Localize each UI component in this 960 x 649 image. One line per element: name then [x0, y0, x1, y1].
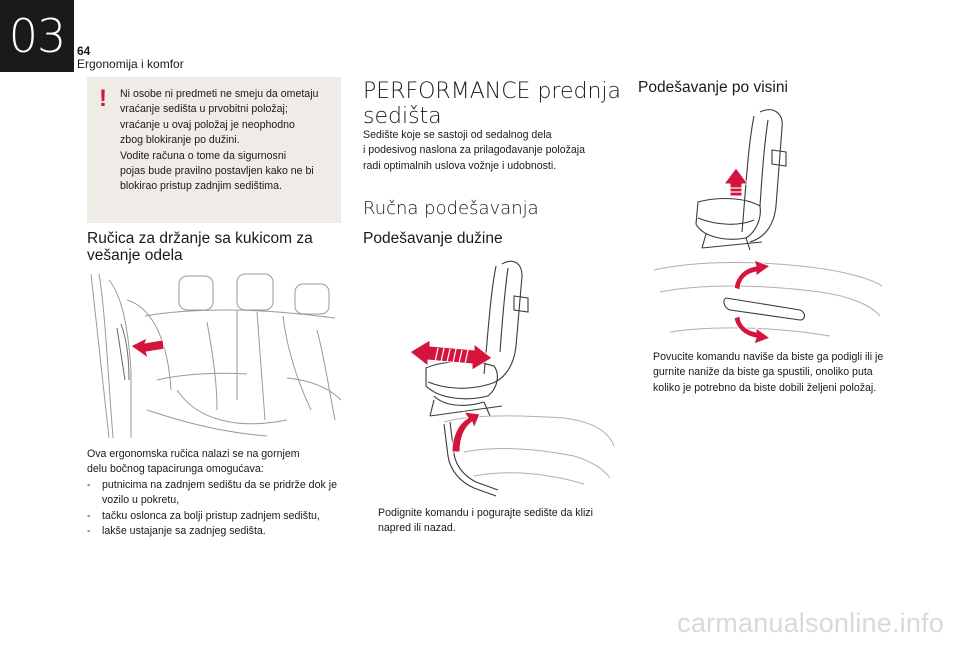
height-adjustment-instruction: Povucite komandu naviše da biste ga podi… [638, 350, 886, 396]
warning-line: vraćanje u ovaj položaj je neophodno [120, 118, 295, 131]
length-adjustment-heading: Podešavanje dužine [363, 230, 503, 247]
intro-line: Sedište koje se sastoji od sedalnog dela [363, 129, 552, 141]
warning-text: Ni osobe ni predmeti ne smeju da ometaju… [120, 87, 334, 195]
warning-line: blokirao pristup zadnjim sedištima. [120, 180, 282, 193]
page-number: 64 [77, 44, 91, 58]
grab-handle-description: Ova ergonomska ručica nalazi se na gornj… [87, 447, 343, 540]
length-adjustment-instruction: Podignite komandu i pogurajte sedište da… [363, 506, 623, 537]
warning-line: pojas bude pravilno postavljen kako ne b… [120, 165, 314, 178]
intro-line: radi optimalnih uslova vožnje i udobnost… [363, 159, 557, 172]
intro-line: i podesivog naslona za prilagođavanje po… [363, 144, 586, 157]
warning-box: ! Ni osobe ni predmeti ne smeju da ometa… [87, 77, 341, 223]
warning-line: Ni osobe ni predmeti ne smeju da ometaju [120, 88, 319, 100]
warning-icon: ! [99, 85, 107, 112]
performance-seats-intro: Sedište koje se sastoji od sedalnog dela… [363, 128, 623, 174]
performance-seats-title: PERFORMANCE prednja sedišta [363, 79, 622, 129]
height-adjustment-illustration [650, 106, 886, 346]
list-item: putnicima na zadnjem sedištu da se pridr… [87, 478, 343, 509]
section-title: Ergonomija i komfor [77, 57, 184, 71]
height-adjustment-heading: Podešavanje po visini [638, 79, 788, 96]
instruction-text: Podignite komandu i pogurajte sedište da… [378, 507, 593, 535]
list-item: tačku oslonca za bolji pristup zadnjem s… [87, 509, 343, 525]
warning-line: Vodite računa o tome da sigurnosni [120, 149, 287, 162]
watermark: carmanualsonline.info [677, 608, 944, 638]
intro-line: delu bočnog tapacirunga omogućava: [87, 463, 264, 476]
chapter-tab: 03 [0, 0, 74, 72]
list-item: lakše ustajanje sa zadnjeg sedišta. [87, 524, 343, 540]
manual-adjustments-subtitle: Ručna podešavanja [363, 198, 539, 219]
rear-seat-illustration [87, 270, 341, 438]
warning-line: zbog blokiranje po dužini. [120, 134, 240, 147]
intro-line: Ova ergonomska ručica nalazi se na gornj… [87, 448, 300, 460]
feature-list: putnicima na zadnjem sedištu da se pridr… [87, 478, 343, 540]
length-adjustment-illustration [404, 256, 616, 498]
instruction-text: Povucite komandu naviše da biste ga podi… [653, 351, 884, 394]
warning-line: vraćanje sedišta u prvobitni položaj; [120, 103, 288, 116]
grab-handle-heading: Ručica za držanje sa kukicom za vešanje … [87, 230, 313, 264]
